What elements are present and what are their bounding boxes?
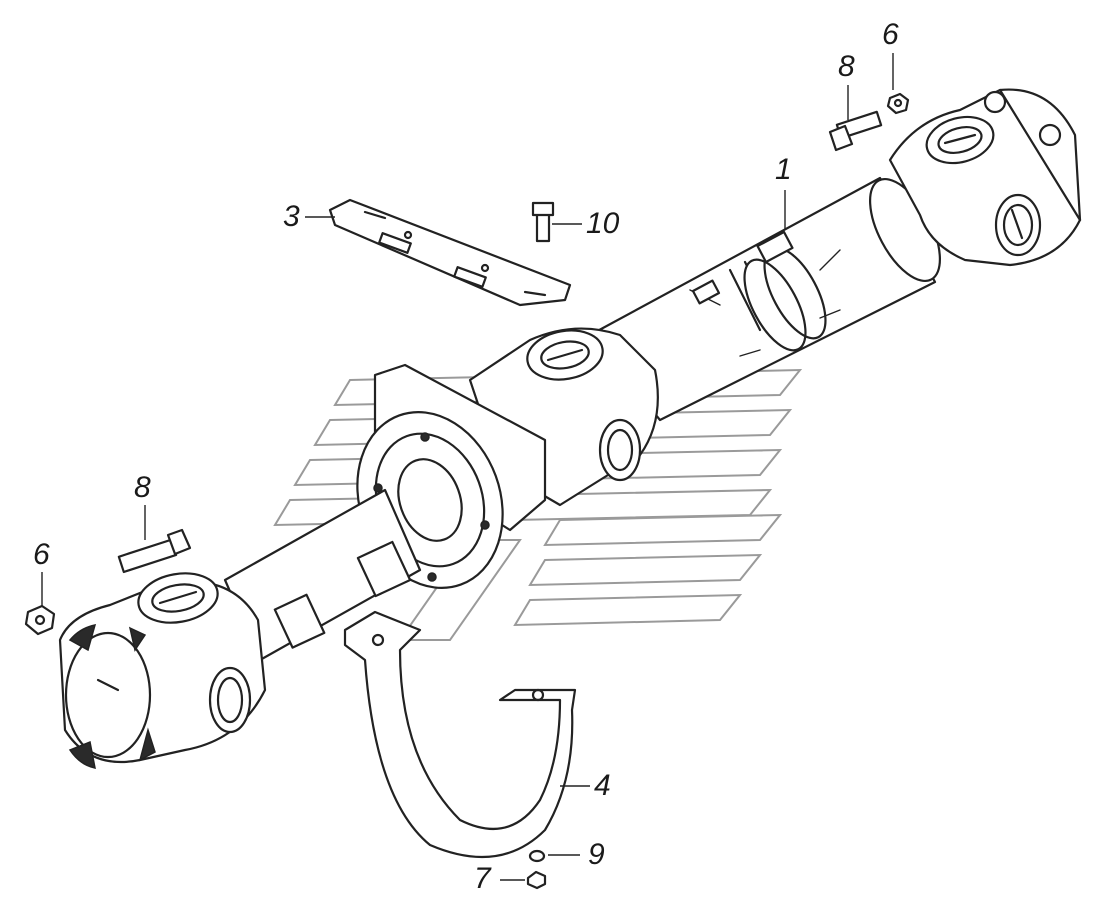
washer-9 bbox=[528, 849, 546, 863]
bracket bbox=[343, 610, 577, 859]
bolt-8-top bbox=[828, 110, 883, 152]
callout-1: 1 bbox=[775, 153, 792, 186]
callout-10: 10 bbox=[586, 207, 620, 240]
leader-lines bbox=[41, 53, 894, 881]
bolt-10 bbox=[531, 201, 555, 243]
nut-6-left bbox=[24, 604, 56, 636]
left-universal-joint bbox=[58, 572, 267, 769]
callout-8-top: 8 bbox=[838, 50, 855, 83]
callout-8-left: 8 bbox=[134, 471, 151, 504]
mounting-plate bbox=[328, 198, 572, 307]
bolt-8-left bbox=[117, 528, 192, 574]
callout-9: 9 bbox=[588, 838, 605, 871]
middle-universal-joint bbox=[356, 327, 659, 589]
intermediate-shaft-tube bbox=[223, 488, 422, 662]
callout-3: 3 bbox=[283, 200, 300, 233]
nut-6-top bbox=[886, 92, 910, 115]
main-shaft-tube bbox=[588, 176, 942, 422]
callout-6-left: 6 bbox=[33, 538, 50, 571]
nut-7 bbox=[526, 870, 547, 890]
callout-7: 7 bbox=[474, 862, 491, 895]
callout-4: 4 bbox=[594, 769, 611, 802]
callout-6-top: 6 bbox=[882, 18, 899, 51]
right-universal-joint bbox=[888, 88, 1082, 267]
